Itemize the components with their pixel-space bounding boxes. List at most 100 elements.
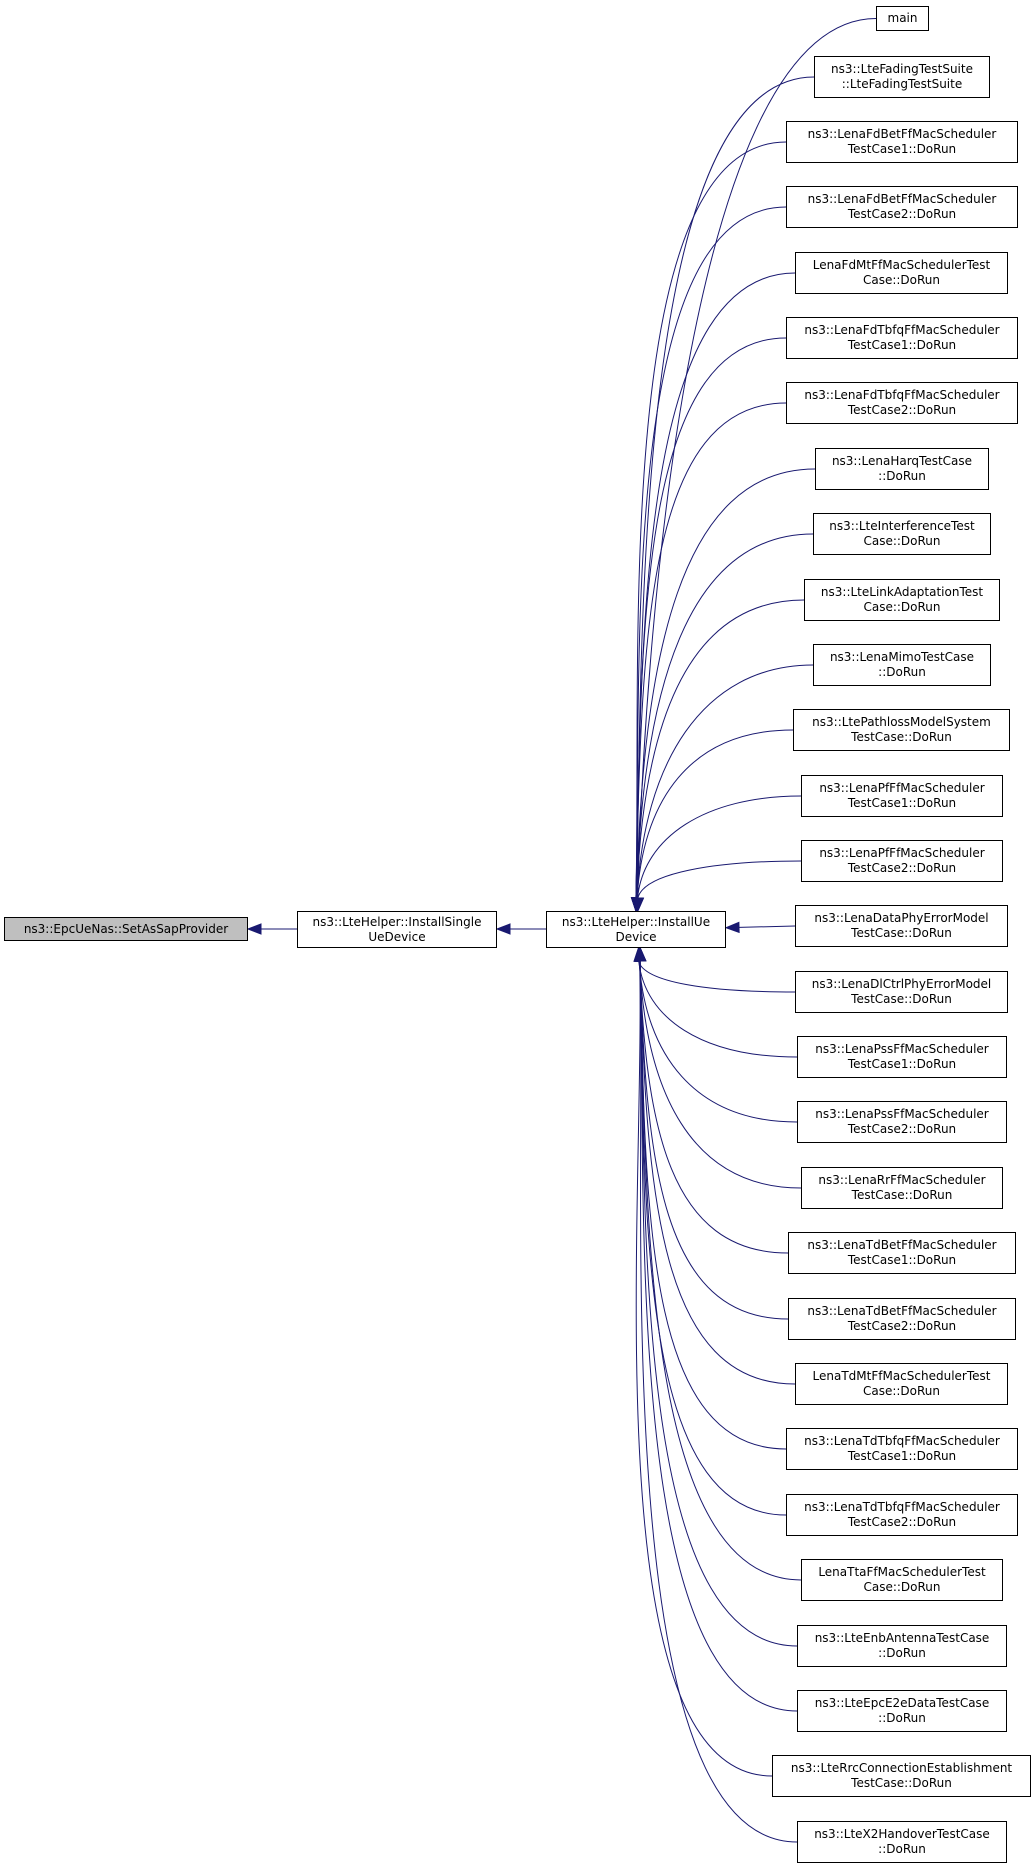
edge-c3	[635, 206, 787, 899]
node-label-line: TestCase1::DoRun	[847, 1449, 957, 1463]
node-ns3-lenamimotestcase-dorun[interactable]: ns3::LenaMimoTestCase::DoRun	[813, 644, 991, 686]
node-label-line: LenaFdMtFfMacSchedulerTest	[812, 258, 991, 272]
node-ns3-lenaharqtestcase-dorun[interactable]: ns3::LenaHarqTestCase::DoRun	[815, 448, 989, 490]
edge-c25	[639, 960, 798, 1647]
arrow-head	[495, 923, 511, 935]
node-label-line: ns3::LenaFdTbfqFfMacScheduler	[804, 388, 1000, 402]
node-label-line: ns3::LenaPfFfMacScheduler	[819, 781, 985, 795]
edge-c21	[639, 960, 796, 1385]
edge-c22	[639, 960, 787, 1450]
node-label-line: TestCase1::DoRun	[847, 338, 957, 352]
edge-c8	[635, 533, 814, 899]
node-ns3-lteenbantennatestcase-dorun[interactable]: ns3::LteEnbAntennaTestCase::DoRun	[797, 1625, 1007, 1667]
node-ns3-ltex2handovertestcase-dorun[interactable]: ns3::LteX2HandoverTestCase::DoRun	[797, 1821, 1007, 1863]
node-label-line: ns3::LenaPfFfMacScheduler	[819, 846, 985, 860]
edge-c13	[637, 860, 802, 899]
edge-c9	[636, 599, 805, 899]
node-label-line: Case::DoRun	[862, 273, 941, 287]
node-ns3-ltefadingtestsuite-ltefadingtestsuite[interactable]: ns3::LteFadingTestSuite::LteFadingTestSu…	[814, 56, 990, 98]
node-label-line: ::DoRun	[878, 665, 926, 679]
node-label-line: ns3::LteEnbAntennaTestCase	[814, 1631, 990, 1645]
node-label-line: ::DoRun	[878, 1842, 926, 1856]
node-label-line: ns3::LteLinkAdaptationTest	[820, 585, 984, 599]
node-label-line: ns3::LenaTdTbfqFfMacScheduler	[804, 1500, 1000, 1514]
node-label-line: main	[887, 11, 918, 25]
node-label-line: TestCase2::DoRun	[847, 403, 957, 417]
arrow-head	[724, 921, 740, 934]
node-label-line: ns3::LteFadingTestSuite	[831, 62, 973, 76]
node-label-line: ns3::LenaFdTbfqFfMacScheduler	[804, 323, 1000, 337]
edge-c14	[738, 925, 796, 928]
edge-c24	[639, 960, 802, 1581]
edge-c4	[635, 272, 796, 899]
node-label-line: TestCase2::DoRun	[847, 861, 957, 875]
node-label-line: ns3::LenaDlCtrlPhyErrorModel	[811, 977, 992, 991]
node-label-line: ns3::LteHelper::InstallUe	[561, 914, 711, 929]
edge-c26	[639, 960, 798, 1712]
node-label-line: ns3::LenaDataPhyErrorModel	[814, 911, 989, 925]
node-label-line: ::DoRun	[878, 1711, 926, 1725]
arrow-head	[632, 897, 645, 913]
node-label-line: TestCase1::DoRun	[847, 1057, 957, 1071]
edge-c18	[639, 960, 802, 1189]
node-label-line: ns3::LenaHarqTestCase	[831, 454, 973, 468]
edge-c10	[636, 664, 814, 899]
edge-c7	[636, 468, 816, 899]
node-label-line: ns3::LenaTdBetFfMacScheduler	[807, 1304, 997, 1318]
node-label-line: TestCase1::DoRun	[847, 142, 957, 156]
node-label-line: Case::DoRun	[863, 600, 941, 614]
node-label-line: TestCase1::DoRun	[847, 1253, 957, 1267]
edge-c12	[637, 795, 802, 899]
node-label-line: ns3::EpcUeNas::SetAsSapProvider	[23, 921, 229, 936]
node-label-line: ns3::LteX2HandoverTestCase	[814, 1827, 990, 1841]
edge-c19	[639, 960, 789, 1254]
edge-c5	[635, 337, 787, 899]
node-label-line: Device	[615, 929, 657, 944]
node-label-line: ns3::LenaRrFfMacScheduler	[818, 1173, 986, 1187]
arrow-head	[246, 923, 262, 935]
node-label-line: ::DoRun	[878, 1646, 926, 1660]
node-label-line: ::LteFadingTestSuite	[841, 77, 963, 91]
node-main[interactable]: main	[876, 6, 929, 31]
node-label-line: ns3::LenaTdTbfqFfMacScheduler	[804, 1434, 1000, 1448]
node-label-line: ns3::LenaFdBetFfMacScheduler	[807, 127, 997, 141]
node-label-line: Case::DoRun	[862, 1384, 941, 1398]
edge-c6	[635, 402, 787, 899]
node-label-line: TestCase::DoRun	[851, 1776, 952, 1790]
root-node: ns3::EpcUeNas::SetAsSapProvider	[4, 917, 248, 941]
node-label-line: ns3::LtePathlossModelSystem	[812, 715, 991, 729]
node-label-line: LenaTtaFfMacSchedulerTest	[818, 1565, 986, 1579]
node-label-line: TestCase2::DoRun	[847, 1515, 957, 1529]
node-label-line: Case::DoRun	[863, 534, 941, 548]
node-label-line: ns3::LteEpcE2eDataTestCase	[814, 1696, 990, 1710]
node-ns3-lteepce2edatatestcase-dorun[interactable]: ns3::LteEpcE2eDataTestCase::DoRun	[797, 1690, 1007, 1732]
node-label-line: ns3::LenaPssFfMacScheduler	[815, 1042, 989, 1056]
edge-c15	[637, 960, 796, 993]
edge-c17	[638, 960, 798, 1123]
